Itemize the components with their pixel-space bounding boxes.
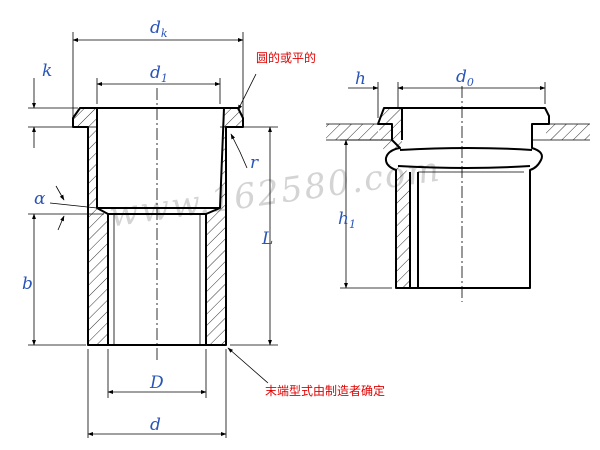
- d0-label: d0: [456, 67, 474, 89]
- plate-right-hatch: [546, 124, 590, 140]
- thread-lines: [113, 214, 201, 345]
- L-label: L: [261, 229, 273, 249]
- installed-nut-outline: [377, 107, 550, 289]
- d1-label: d1: [150, 63, 168, 85]
- b-label: b: [22, 274, 33, 294]
- end-form-note: 末端型式由制造者确定: [265, 383, 385, 398]
- watermark-text: www.162580.com: [107, 149, 444, 235]
- end-form-leader: [227, 347, 269, 384]
- right-wall-hatch: [206, 108, 243, 345]
- alpha-label: α: [34, 189, 46, 209]
- edge-shape-note: 圆的或平的: [256, 50, 316, 65]
- installed-wall-hatch: [378, 108, 410, 288]
- d-label: d: [150, 415, 161, 435]
- installed-bore: [401, 108, 419, 288]
- h1-label: h1: [338, 209, 356, 231]
- r-label: r: [250, 153, 259, 173]
- r-leader: [230, 133, 248, 169]
- D-label: D: [149, 373, 164, 393]
- h-label: h: [355, 69, 366, 89]
- left-wall-hatch: [73, 108, 108, 345]
- alpha-reference-line: [49, 202, 98, 209]
- edge-note-leader: [237, 73, 257, 111]
- bulge-fold: [397, 147, 533, 169]
- k-label: k: [42, 61, 52, 81]
- installed-section: h d0 h1: [326, 67, 590, 302]
- alpha-arrow-top: [55, 185, 65, 201]
- dk-label: dk: [150, 18, 168, 40]
- alpha-arrow-bottom: [57, 215, 65, 231]
- plate-left-hatch: [326, 124, 378, 140]
- rivet-nut-bore: [96, 107, 225, 345]
- rivet-nut-section: dk d1 k α b L r D d 圆的或平的 末端型式由制造者确定: [22, 18, 385, 438]
